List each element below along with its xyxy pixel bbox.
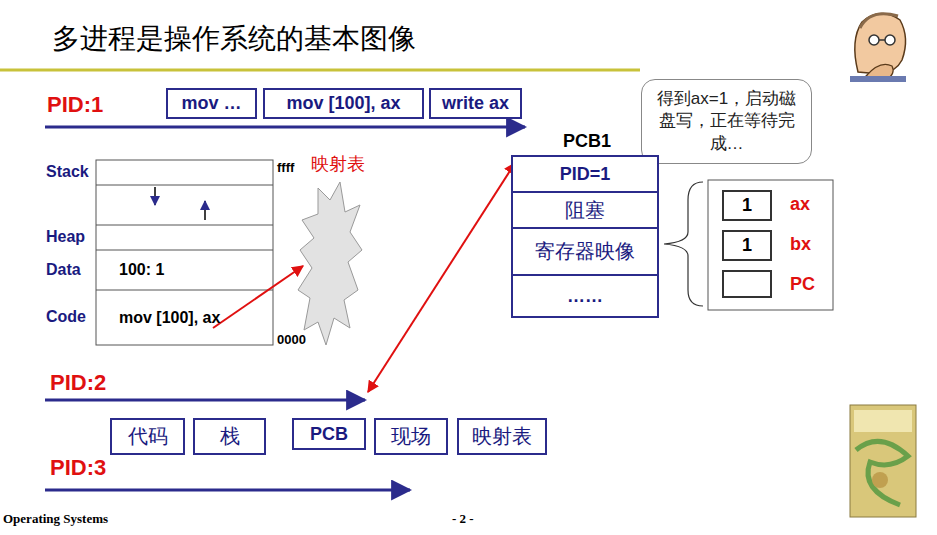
memory-layout	[96, 160, 273, 345]
node-text: mov [100], ax	[119, 309, 220, 327]
node-heading: ax	[790, 194, 810, 215]
node-text: 100: 1	[119, 261, 164, 279]
footer-text: Operating Systems	[3, 511, 108, 527]
node-heading: Heap	[46, 228, 85, 246]
callout-bubble: 得到ax=1，启动磁盘写，正在等待完成…	[641, 79, 812, 164]
title-rule	[0, 69, 640, 72]
instruction-box: write ax	[429, 88, 522, 119]
mapping-pointer	[213, 266, 303, 328]
process-id: PID:3	[50, 455, 106, 481]
register-box: 1ax	[722, 190, 772, 221]
memory-segment: Codemov [100], ax	[97, 291, 272, 344]
process-timeline	[45, 126, 525, 129]
pcb-field: ……	[513, 276, 657, 316]
node-text: 阻塞	[565, 197, 605, 224]
process-timeline	[45, 489, 410, 492]
node-text: PCB	[310, 424, 348, 445]
resource-box: 现场	[374, 418, 448, 455]
page-number: - 2 -	[452, 511, 474, 527]
node-text: 1	[742, 235, 752, 256]
node-text: write ax	[442, 93, 509, 114]
stack-growth-arrow	[154, 187, 156, 205]
node-text: 寄存器映像	[535, 238, 635, 265]
slide-title: 多进程是操作系统的基本图像	[52, 20, 416, 58]
address-label: 0000	[277, 332, 306, 347]
instruction-box: mov [100], ax	[263, 88, 424, 119]
thinker-icon	[850, 13, 906, 82]
node-heading: PCB1	[563, 131, 611, 152]
resource-box: 映射表	[457, 418, 547, 455]
instruction-box: mov …	[166, 88, 257, 119]
resource-box: 栈	[193, 418, 266, 455]
pcb-field: 寄存器映像	[513, 229, 657, 276]
resource-box: 代码	[110, 418, 185, 455]
node-text: 映射表	[472, 423, 532, 450]
mapping-starburst	[298, 182, 362, 345]
memory-segment: Data100: 1	[97, 251, 272, 289]
node-text: mov [100], ax	[286, 93, 400, 114]
process-timeline	[45, 399, 365, 402]
pcb-box: PCB1PID=1阻塞寄存器映像……	[511, 155, 659, 318]
register-box: 1bx	[722, 230, 772, 261]
book-icon	[850, 405, 916, 517]
node-text: 1	[742, 195, 752, 216]
pcb-link	[368, 163, 515, 392]
node-heading: Stack	[46, 163, 89, 181]
node-text: 得到ax=1，启动磁盘写，正在等待完成…	[642, 84, 811, 158]
register-box: PC	[722, 270, 772, 298]
brace	[664, 182, 703, 306]
address-label: ffff	[277, 160, 294, 175]
node-text: 代码	[128, 423, 168, 450]
memory-segment: Heap	[97, 226, 272, 250]
node-text: PID=1	[560, 164, 611, 185]
node-text: mov …	[181, 93, 241, 114]
pcb-field: PID=1	[513, 157, 657, 193]
node-heading: Data	[46, 261, 81, 279]
process-id: PID:1	[47, 92, 103, 118]
node-text: 栈	[220, 423, 240, 450]
resource-box: PCB	[292, 418, 366, 450]
node-heading: PC	[790, 274, 815, 295]
node-text: 现场	[391, 423, 431, 450]
memory-segment: Stack	[97, 161, 272, 185]
mapping-label: 映射表	[311, 152, 365, 176]
process-id: PID:2	[50, 370, 106, 396]
heap-growth-arrow	[204, 201, 206, 220]
register-panel	[708, 180, 833, 310]
node-heading: bx	[790, 234, 811, 255]
pcb-field: 阻塞	[513, 193, 657, 229]
node-heading: Code	[46, 308, 86, 326]
node-text: ……	[567, 286, 603, 307]
